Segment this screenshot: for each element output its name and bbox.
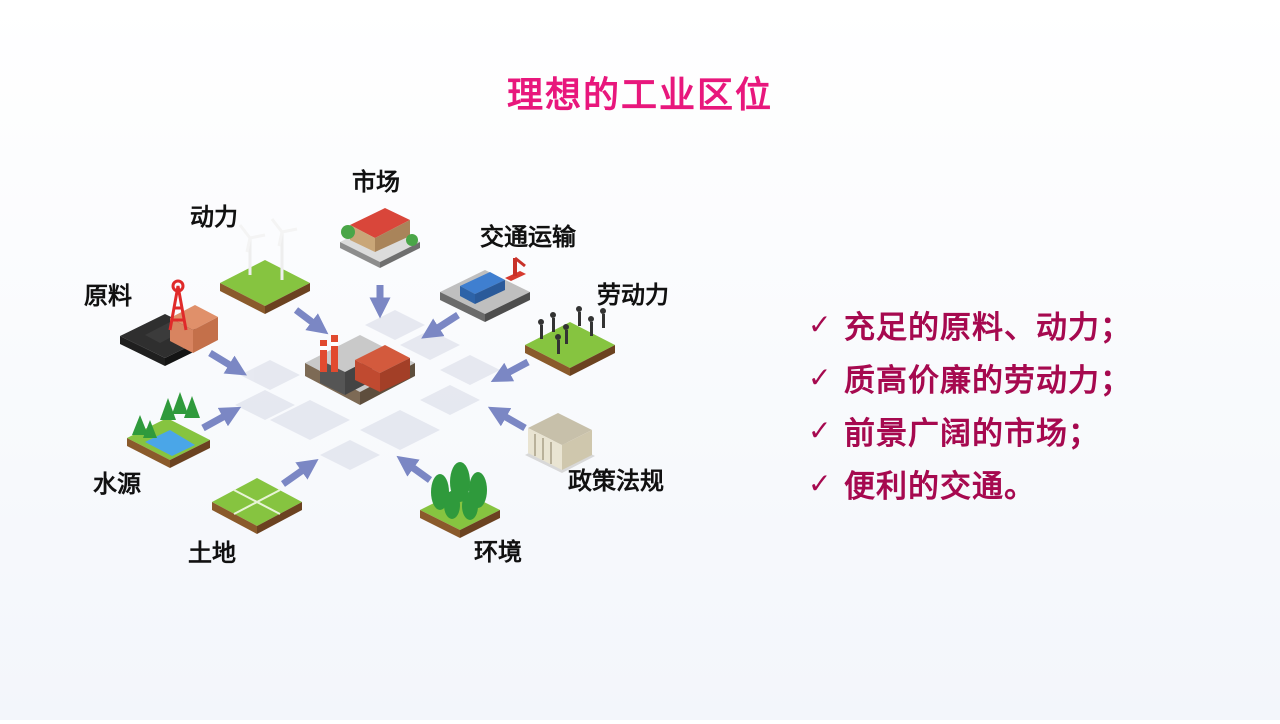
bullet-text: 充足的原料、动力； bbox=[844, 310, 1132, 346]
bullet-item: ✓ 质高价廉的劳动力； bbox=[808, 351, 1132, 404]
bullet-item: ✓ 便利的交通。 bbox=[808, 457, 1132, 510]
factory-icon bbox=[305, 335, 415, 405]
government-building-icon bbox=[525, 413, 595, 473]
label-water: 水源 bbox=[93, 470, 141, 498]
wind-turbine-icon bbox=[220, 218, 310, 314]
bullet-item: ✓ 前景广阔的市场； bbox=[808, 404, 1132, 457]
coal-mine-icon bbox=[120, 279, 218, 366]
location-diagram: 动力 市场 交通运输 原料 劳动力 水源 政策法规 土地 环境 bbox=[84, 168, 669, 567]
forest-icon bbox=[420, 462, 500, 538]
label-transport: 交通运输 bbox=[480, 223, 576, 251]
center-grid bbox=[235, 310, 500, 470]
arrow-from-environment bbox=[396, 455, 433, 483]
arrow-from-policy bbox=[487, 406, 527, 432]
label-power: 动力 bbox=[190, 203, 238, 231]
label-raw: 原料 bbox=[84, 282, 132, 310]
label-environment: 环境 bbox=[474, 538, 522, 566]
arrow-from-power bbox=[293, 307, 329, 335]
arrow-from-raw bbox=[208, 350, 247, 376]
bullet-list: ✓ 充足的原料、动力； ✓ 质高价廉的劳动力； ✓ 前景广阔的市场； ✓ 便利的… bbox=[808, 298, 1132, 510]
bullet-text: 质高价廉的劳动力； bbox=[844, 363, 1132, 399]
store-icon bbox=[340, 208, 420, 268]
land-plot-icon bbox=[212, 478, 302, 534]
bullet-item: ✓ 充足的原料、动力； bbox=[808, 298, 1132, 351]
arrow-from-labor bbox=[490, 358, 530, 382]
arrow-from-transport bbox=[421, 312, 460, 339]
arrows bbox=[201, 285, 530, 487]
workers-icon bbox=[525, 306, 615, 376]
label-policy: 政策法规 bbox=[568, 467, 664, 495]
label-labor: 劳动力 bbox=[597, 281, 669, 309]
cargo-truck-icon bbox=[440, 256, 530, 322]
label-land: 土地 bbox=[188, 539, 236, 567]
arrow-from-land bbox=[280, 458, 319, 487]
bullet-text: 便利的交通。 bbox=[844, 469, 1036, 505]
check-icon: ✓ bbox=[808, 467, 833, 500]
bullet-text: 前景广阔的市场； bbox=[844, 416, 1100, 452]
lake-forest-icon bbox=[127, 392, 210, 468]
diagram-graphics bbox=[120, 208, 615, 538]
arrow-from-water bbox=[201, 406, 242, 432]
check-icon: ✓ bbox=[808, 414, 833, 447]
check-icon: ✓ bbox=[808, 308, 833, 341]
page-title: 理想的工业区位 bbox=[506, 75, 773, 116]
label-market: 市场 bbox=[352, 168, 400, 196]
check-icon: ✓ bbox=[808, 361, 833, 394]
